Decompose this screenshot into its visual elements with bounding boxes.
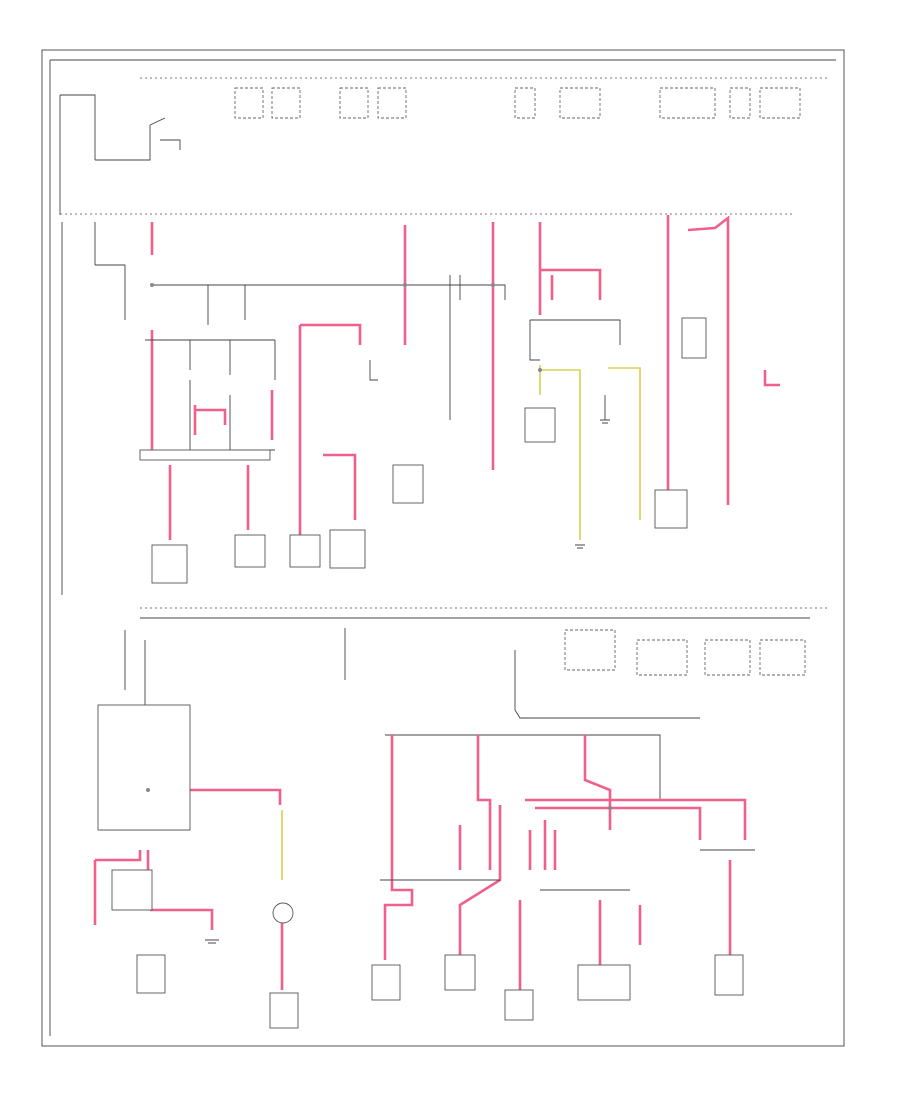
thin-wire — [124, 630, 146, 710]
fuse-slot — [759, 639, 806, 676]
fuse-slot — [729, 87, 751, 119]
fuse-slot — [271, 87, 301, 119]
power-wire — [93, 850, 142, 925]
fuse-slot — [234, 87, 264, 119]
power-wire — [383, 735, 414, 960]
splice — [491, 283, 495, 287]
fuse-slot — [704, 639, 751, 676]
thin-wire — [380, 849, 755, 891]
fuse-slot — [564, 629, 616, 671]
lower-components — [97, 704, 744, 1029]
fuse-slot — [659, 87, 716, 119]
thin-wire — [529, 319, 621, 361]
thin-wire — [207, 285, 246, 325]
component-box — [139, 449, 271, 461]
thin-wire — [152, 284, 506, 300]
component-box — [504, 989, 534, 1021]
motor-symbol — [272, 902, 294, 924]
ground-symbol — [575, 544, 585, 549]
signal-wire — [539, 365, 581, 540]
fuse-block-top — [59, 77, 830, 215]
signal-wire — [608, 367, 641, 520]
upper-circuits — [61, 215, 780, 595]
splice — [150, 283, 154, 287]
power-wire — [687, 215, 730, 505]
power-wire — [528, 820, 557, 870]
component-box — [136, 954, 166, 994]
component-box — [329, 529, 366, 569]
power-wire — [535, 806, 702, 840]
component-box — [234, 534, 266, 568]
power-wire — [525, 798, 747, 840]
component-box — [371, 964, 401, 1001]
connector-dots — [146, 283, 612, 810]
diagram-frame — [41, 49, 845, 1047]
component-box — [681, 317, 707, 359]
power-wire — [323, 453, 357, 520]
fuse-slot — [339, 87, 369, 119]
power-wire — [150, 908, 214, 930]
thin-wire — [385, 734, 700, 801]
power-wire — [583, 735, 612, 830]
upper-components — [139, 317, 707, 584]
relay-symbol — [149, 117, 181, 150]
thin-wire — [145, 339, 276, 380]
power-wire — [175, 788, 282, 805]
component-box — [654, 489, 688, 529]
ground-symbols — [205, 419, 610, 944]
component-box — [392, 464, 424, 504]
power-wire — [193, 405, 227, 435]
component-box — [524, 407, 556, 443]
ground-symbol — [600, 419, 610, 424]
thin-wire — [369, 360, 378, 381]
lower-circuits — [93, 735, 755, 990]
splice — [538, 368, 542, 372]
thin-wire — [189, 380, 275, 451]
ground-symbol — [205, 939, 219, 944]
splice — [608, 806, 612, 810]
battery-feed — [59, 94, 151, 215]
fuse-slot — [514, 87, 536, 119]
component-box — [269, 992, 299, 1029]
power-wire — [763, 370, 780, 387]
thin-wire — [449, 275, 461, 420]
fuse-slot — [559, 87, 601, 119]
component-box — [714, 954, 744, 996]
power-wire — [476, 735, 492, 870]
component-box — [289, 534, 321, 568]
fuse-slot — [377, 87, 407, 119]
splice — [146, 788, 150, 792]
component-box — [444, 954, 476, 991]
component-box — [111, 869, 153, 911]
power-wire — [458, 805, 502, 955]
power-wire — [538, 222, 602, 315]
splice — [403, 283, 407, 287]
thin-wire — [94, 222, 126, 320]
component-box — [97, 704, 191, 831]
component-box — [151, 544, 188, 584]
thin-wire — [514, 650, 700, 719]
fuse-slot — [759, 87, 801, 119]
fuse-slot — [636, 639, 688, 676]
component-box — [577, 964, 631, 1001]
power-wire — [298, 323, 362, 540]
